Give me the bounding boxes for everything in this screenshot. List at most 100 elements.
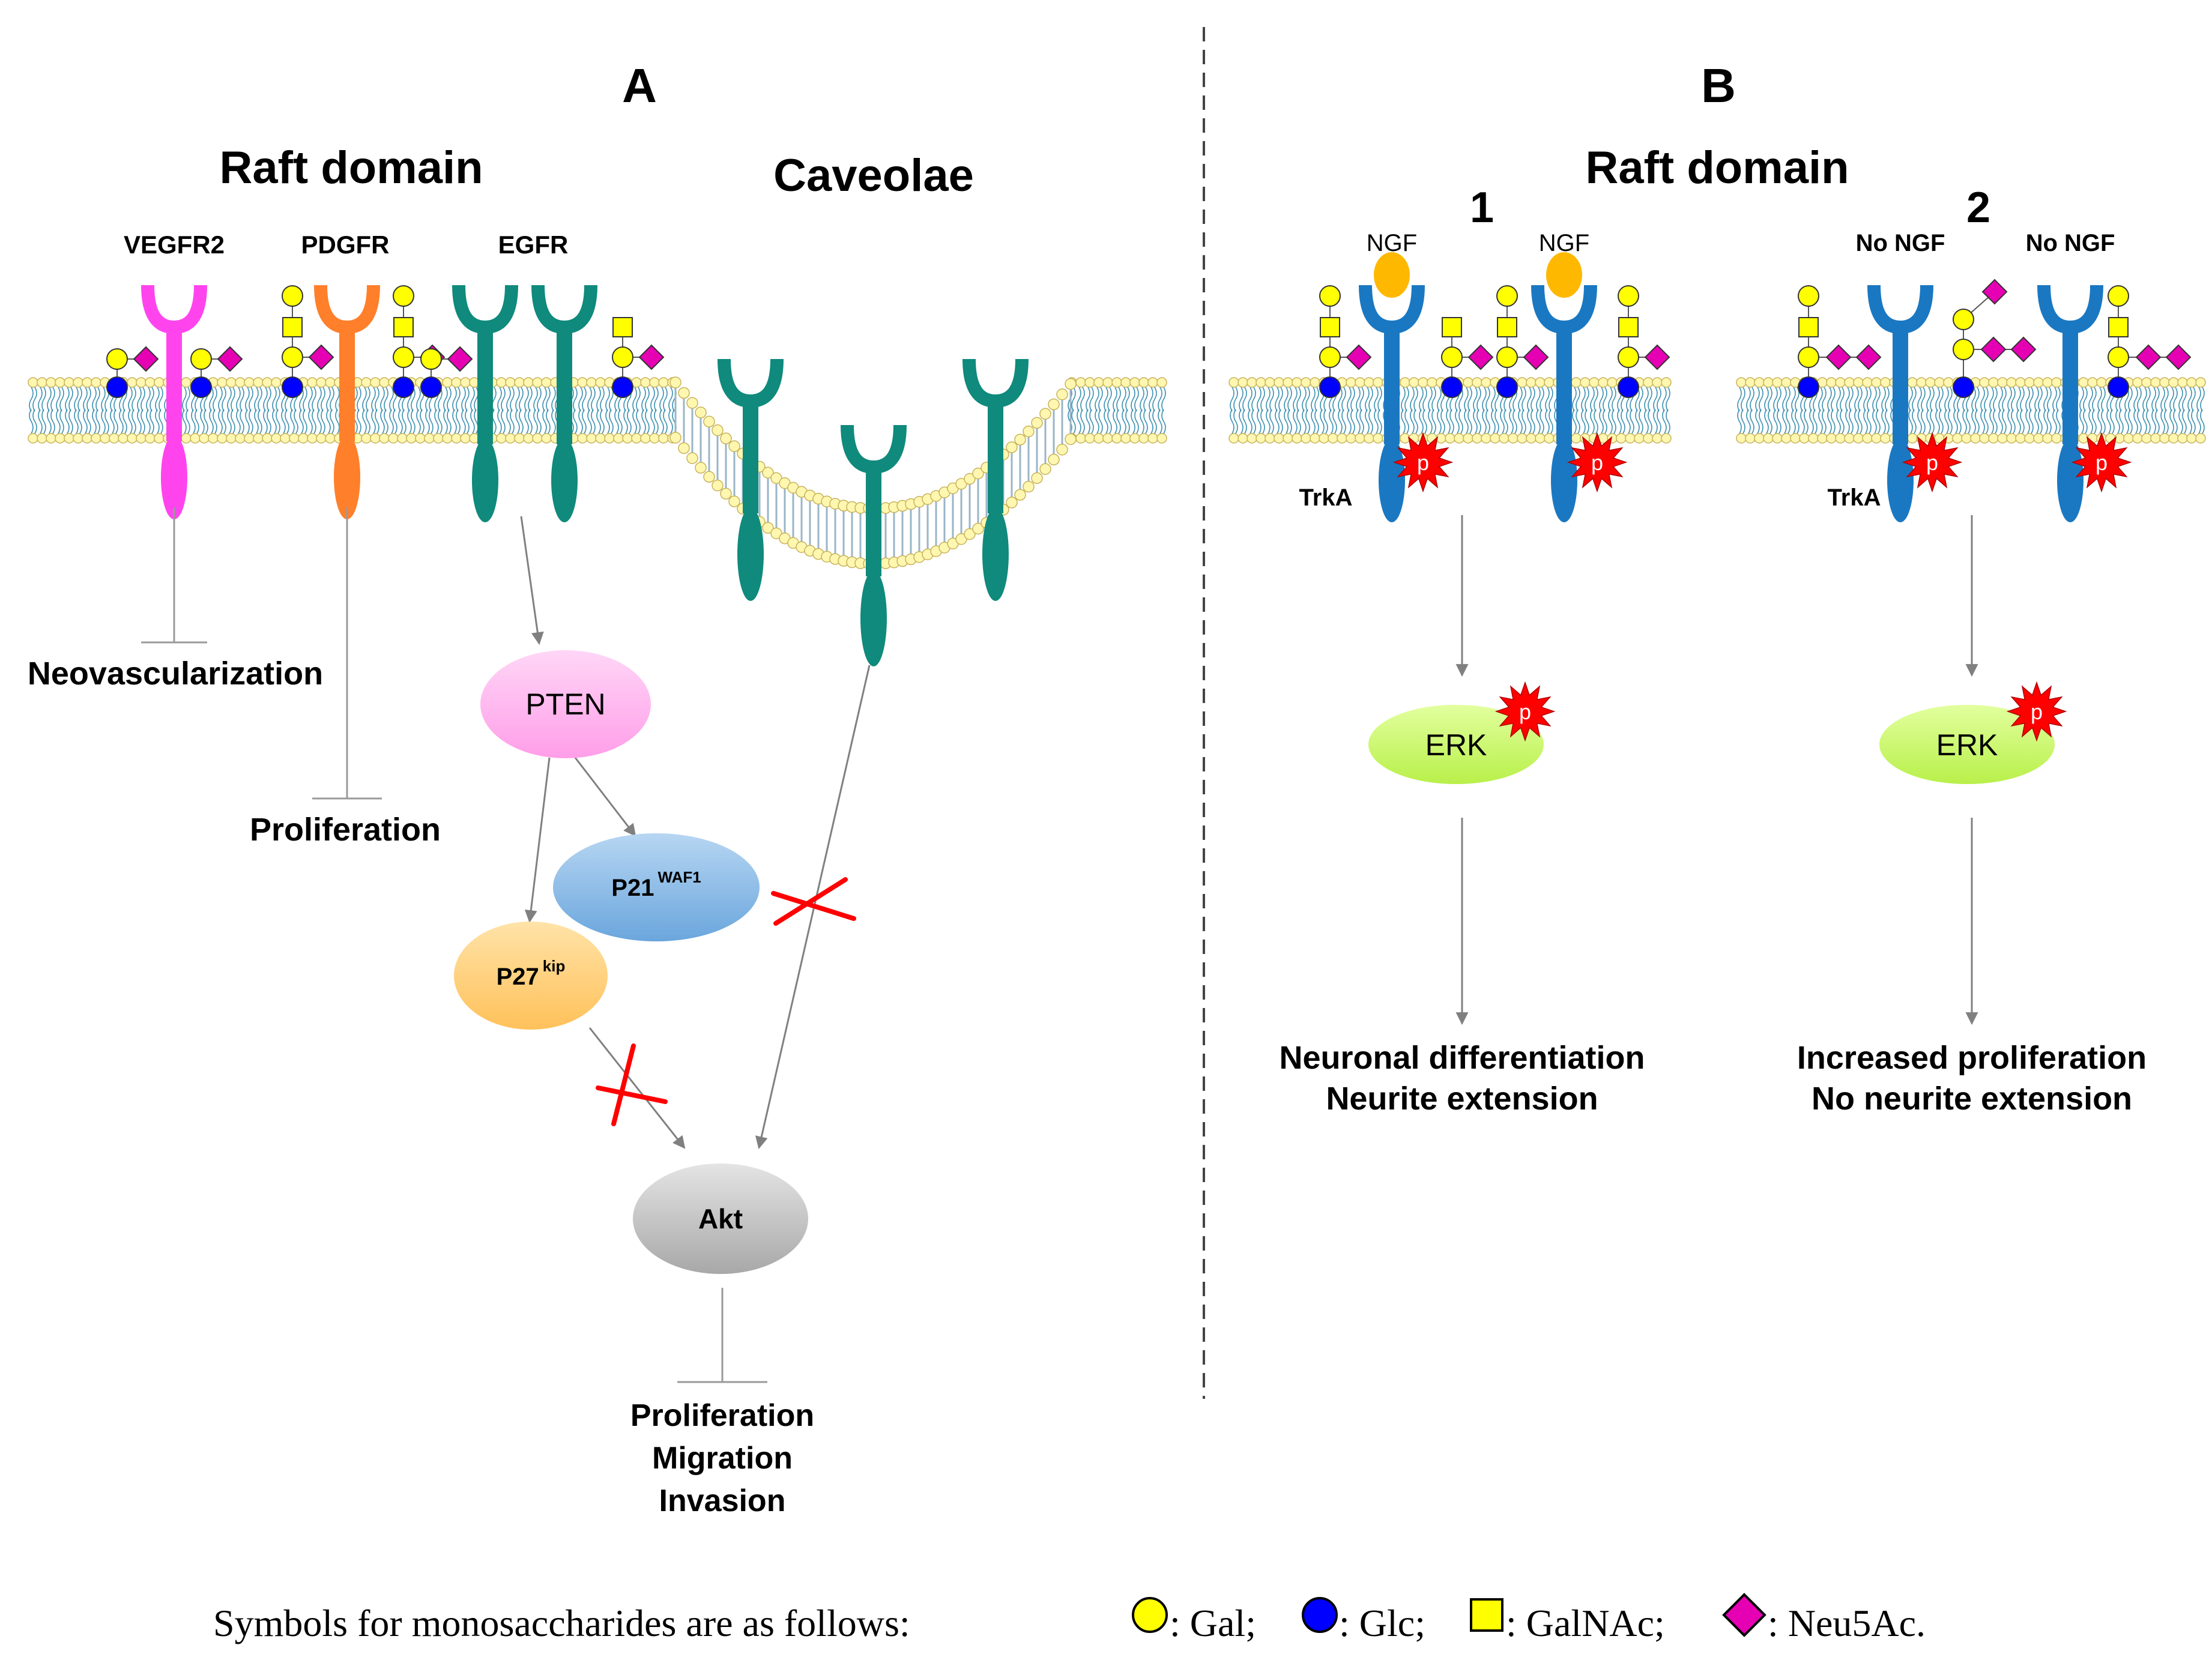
phospho-erk-2: p bbox=[2006, 681, 2067, 742]
akt-outcome-invasion: Invasion bbox=[659, 1483, 786, 1518]
svg-text:p: p bbox=[1926, 450, 1938, 475]
egfr-label: EGFR bbox=[498, 231, 569, 259]
caveolae-egfr-3 bbox=[962, 358, 1029, 601]
no-ngf-label-1: No NGF bbox=[1856, 230, 1945, 256]
svg-text:p: p bbox=[1417, 450, 1429, 475]
pdgfr-label: PDGFR bbox=[301, 231, 390, 259]
glycan-b1-1 bbox=[1319, 285, 1372, 398]
akt-outcome-migration: Migration bbox=[652, 1441, 793, 1476]
legend-neu5ac: : Neu5Ac. bbox=[1768, 1602, 1926, 1644]
pten-to-p21-arrow bbox=[574, 757, 636, 837]
glycan-egfr-right bbox=[612, 317, 665, 398]
vegfr2-inhibition bbox=[141, 507, 207, 644]
glycan-b2-1 bbox=[1798, 285, 1882, 398]
akt-label: Akt bbox=[698, 1203, 743, 1234]
pdgfr-receptor bbox=[314, 285, 380, 519]
p27-node bbox=[454, 922, 608, 1030]
gal-legend-icon bbox=[1132, 1597, 1168, 1633]
erk-label-1: ERK bbox=[1425, 728, 1487, 762]
trka-label-1: TrkA bbox=[1299, 484, 1353, 511]
panel-b-raft-title: Raft domain bbox=[1585, 142, 1849, 193]
ngf-ligand-2 bbox=[1546, 252, 1582, 298]
svg-text:p: p bbox=[2031, 699, 2043, 724]
vegfr2-label: VEGFR2 bbox=[124, 231, 225, 259]
trka-receptor-2 bbox=[1531, 285, 1597, 522]
trka-receptor-1 bbox=[1359, 285, 1425, 522]
sub1-outcome-1: Neuronal differentiation bbox=[1279, 1040, 1645, 1076]
svg-text:p: p bbox=[1519, 699, 1531, 724]
legend-prefix: Symbols for monosaccharides are as follo… bbox=[213, 1602, 910, 1644]
monosaccharide-legend: Symbols for monosaccharides are as follo… bbox=[213, 1593, 1926, 1644]
akt-inhibition bbox=[677, 1288, 767, 1383]
panel-a-caveolae-title: Caveolae bbox=[773, 150, 974, 201]
p21-block-cross bbox=[771, 877, 856, 926]
neovascularization-label: Neovascularization bbox=[28, 656, 323, 692]
neu5ac-legend-icon bbox=[1722, 1593, 1766, 1637]
caveolae-egfr-2 bbox=[841, 424, 907, 666]
p27-block-cross bbox=[596, 1043, 668, 1126]
pten-label: PTEN bbox=[525, 687, 605, 721]
glycan-vegfr2-right bbox=[190, 346, 243, 398]
glycan-vegfr2-left bbox=[106, 346, 159, 398]
ngf-label-1: NGF bbox=[1367, 230, 1417, 256]
phosphorylation-marks: p p p p p p bbox=[1392, 432, 2132, 742]
trka-label-2: TrkA bbox=[1828, 484, 1881, 511]
glycan-egfr-between bbox=[420, 346, 473, 398]
legend-galnac: : GalNAc; bbox=[1506, 1602, 1665, 1644]
trka-receptor-4 bbox=[2037, 285, 2103, 522]
svg-text:p: p bbox=[2096, 450, 2108, 475]
glc-legend-icon bbox=[1302, 1597, 1338, 1633]
phospho-trka-4: p bbox=[2071, 432, 2132, 493]
glycan-b2-2 bbox=[1953, 279, 2037, 398]
sub1-outcome-2: Neurite extension bbox=[1326, 1081, 1598, 1117]
sub2-outcome-1: Increased proliferation bbox=[1797, 1040, 2147, 1076]
raft-membrane-b1 bbox=[1228, 377, 1672, 444]
galnac-legend-icon bbox=[1470, 1598, 1503, 1632]
pten-to-p27-arrow bbox=[524, 757, 551, 923]
pdgfr-inhibition bbox=[312, 507, 382, 800]
trka-receptor-3 bbox=[1867, 285, 1933, 522]
ngf-label-2: NGF bbox=[1539, 230, 1589, 256]
panel-b-letter: B bbox=[1701, 59, 1736, 112]
phospho-trka-3: p bbox=[1902, 432, 1963, 493]
erk-label-2: ERK bbox=[1936, 728, 1998, 762]
akt-node bbox=[633, 1164, 808, 1274]
phospho-trka-2: p bbox=[1567, 432, 1628, 493]
pdgfr-proliferation-label: Proliferation bbox=[250, 812, 441, 848]
akt-outcome-proliferation: Proliferation bbox=[630, 1398, 814, 1433]
ngf-ligand-1 bbox=[1374, 252, 1410, 298]
no-ngf-label-2: No NGF bbox=[2026, 230, 2115, 256]
caveolae-egfr-1 bbox=[718, 358, 784, 601]
egfr-receptor-2 bbox=[531, 285, 597, 522]
glycan-pdgfr-left bbox=[282, 285, 334, 398]
glycan-b1-3 bbox=[1496, 285, 1549, 398]
panel-b-sub1-number: 1 bbox=[1470, 184, 1494, 232]
svg-text:p: p bbox=[1591, 450, 1603, 475]
glycan-b1-2 bbox=[1441, 317, 1494, 398]
p27-to-akt-arrow bbox=[588, 1027, 686, 1149]
panel-b-sub2-number: 2 bbox=[1966, 184, 1990, 232]
raft-membrane-a bbox=[28, 377, 678, 444]
membrane-a-right bbox=[1066, 377, 1167, 444]
lipid-bilayers bbox=[28, 376, 2206, 570]
vegfr2-receptor bbox=[141, 285, 207, 519]
erk-node-1 bbox=[1368, 705, 1544, 784]
phospho-erk-1: p bbox=[1494, 681, 1556, 742]
glycan-chains bbox=[106, 279, 2192, 398]
sub2-outcome-2: No neurite extension bbox=[1812, 1081, 2132, 1117]
legend-gal: : Gal; bbox=[1170, 1602, 1256, 1644]
egfr-receptor-1 bbox=[452, 285, 518, 522]
panel-a-letter: A bbox=[622, 59, 657, 112]
receptors bbox=[141, 285, 2103, 666]
phospho-trka-1: p bbox=[1392, 432, 1454, 493]
glycan-b1-4 bbox=[1618, 285, 1670, 398]
pten-node bbox=[480, 650, 651, 758]
p21-node bbox=[553, 833, 760, 941]
glycan-b2-3 bbox=[2108, 285, 2192, 398]
panel-a-raft-title: Raft domain bbox=[219, 142, 483, 193]
egfr-to-pten-arrow bbox=[520, 516, 544, 645]
erk-node-2 bbox=[1879, 705, 2055, 784]
